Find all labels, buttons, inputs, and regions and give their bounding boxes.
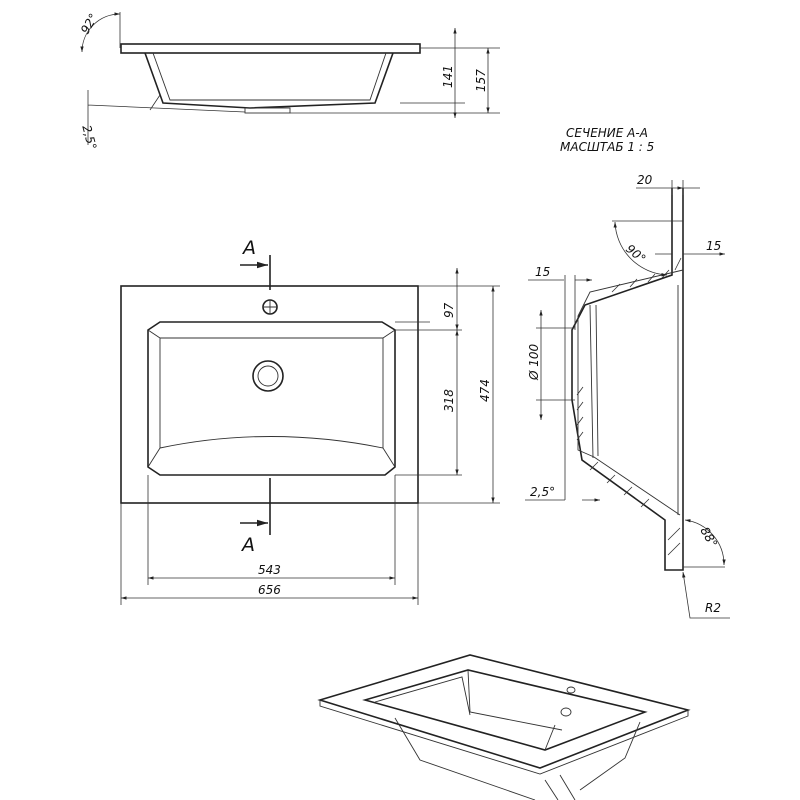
basin-outline [147, 321, 396, 476]
dim-157: 157 [474, 69, 488, 92]
radius-r2: R2 [705, 601, 721, 615]
angle-2-5-label: 2,5° [79, 123, 99, 151]
isometric-view [317, 654, 691, 800]
angle-2-5-section: 2,5° [530, 485, 555, 499]
angle-90: 90° [623, 242, 648, 266]
section-mark-top: A [241, 237, 256, 259]
dim-20: 20 [637, 173, 653, 187]
top-view: A A 97 318 474 543 656 [120, 237, 500, 605]
iso-basin-rim [362, 669, 648, 751]
iso-countertop [317, 654, 691, 769]
angle-arc-92 [80, 12, 121, 53]
section-outer [571, 188, 684, 571]
dim-97: 97 [442, 302, 456, 318]
section-view: 20 90° 15 15 Ø 100 2,5° 88° R2 [525, 173, 730, 619]
dim-656: 656 [258, 583, 281, 597]
angle-88: 88° [697, 525, 720, 550]
section-title-line2: МАСШТАБ 1 : 5 [560, 140, 654, 154]
side-view: 92° 2,5° 141 157 [78, 11, 500, 151]
countertop-outline [120, 285, 419, 504]
section-mark-bottom: A [240, 534, 255, 556]
dim-15-top: 15 [706, 239, 721, 253]
iso-faucet-hole [566, 686, 576, 694]
drain-outlet [244, 107, 291, 114]
dim-543: 543 [258, 563, 281, 577]
iso-drain [560, 707, 572, 717]
dim-474: 474 [478, 379, 492, 402]
countertop-flange [120, 43, 421, 54]
dim-diameter-100: Ø 100 [527, 343, 541, 381]
drain-hole [252, 360, 284, 392]
dim-318: 318 [442, 389, 456, 412]
section-title-line1: СЕЧЕНИЕ А-А [566, 126, 648, 140]
dim-15-side: 15 [535, 265, 550, 279]
angle-92-label: 92° [78, 11, 101, 36]
dim-141: 141 [441, 65, 455, 88]
